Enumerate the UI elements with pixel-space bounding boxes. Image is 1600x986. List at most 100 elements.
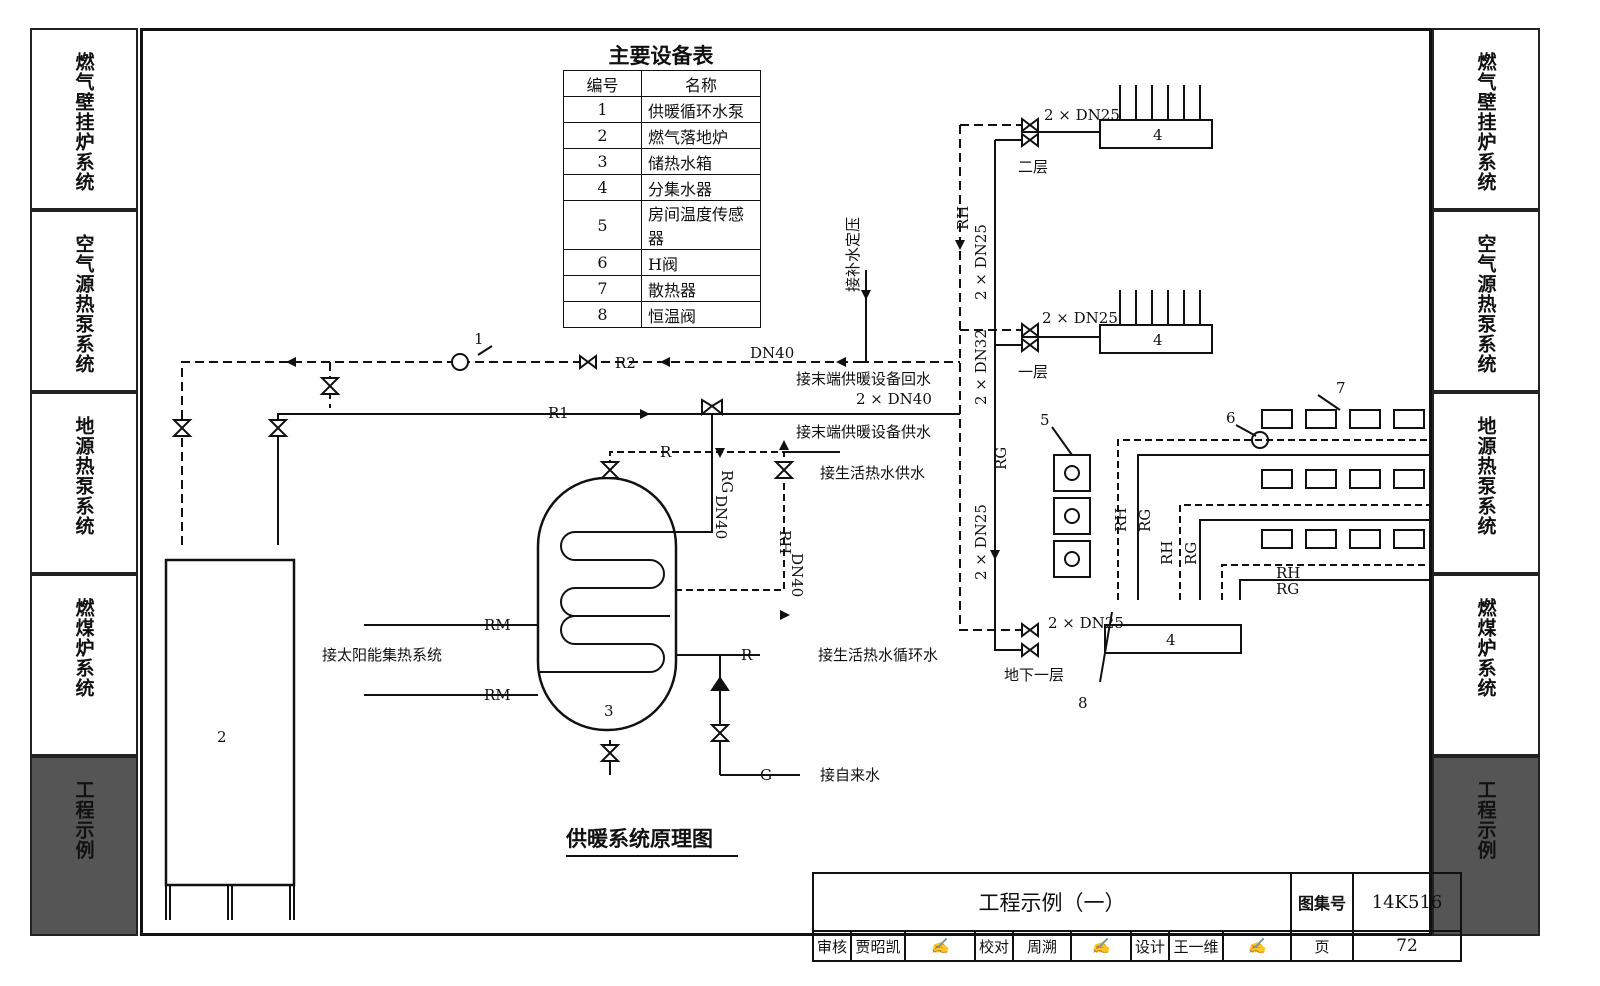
label-two-dn25-riser: 2 × DN25: [972, 224, 990, 300]
design-label: 设计: [1130, 930, 1170, 962]
callout-6: 6: [1226, 409, 1236, 427]
label-floor2: 二层: [1018, 158, 1048, 176]
cell-name: 恒温阀: [641, 301, 761, 328]
label-rg-riser: RG: [992, 447, 1010, 470]
side-tab-air-source-right[interactable]: 空气源热泵系统: [1432, 210, 1540, 392]
manifold-b1: [1104, 624, 1242, 654]
side-tab-label: 地源热泵系统: [72, 416, 95, 536]
side-tab-label: 燃煤炉系统: [1474, 598, 1497, 698]
callout-7: 7: [1336, 379, 1346, 397]
label-makeup: 接补水定压: [844, 217, 862, 292]
label-rg-c: RG: [1276, 580, 1299, 598]
cell-no: 1: [563, 96, 642, 123]
label-r-top: R: [660, 443, 672, 461]
side-tab-label: 燃气壁挂炉系统: [1474, 52, 1497, 192]
label-g: G: [760, 766, 772, 784]
cell-name: 分集水器: [641, 174, 761, 201]
callout-8: 8: [1078, 694, 1088, 712]
label-rh-tank: RH: [776, 530, 794, 554]
review-label: 审核: [812, 930, 852, 962]
cell-no: 4: [563, 174, 642, 201]
label-rm-bottom: RM: [484, 686, 511, 704]
cell-no: 2: [563, 122, 642, 149]
checker-signature: ✍: [1070, 930, 1132, 962]
label-rh-b: RH: [1158, 541, 1176, 565]
label-dhw-circ: 接生活热水循环水: [818, 646, 938, 664]
label-rg-a: RG: [1136, 509, 1154, 532]
reviewer-signature: ✍: [904, 930, 976, 962]
cell-name: 燃气落地炉: [641, 122, 761, 149]
atlas-label: 图集号: [1290, 872, 1354, 932]
cell-no: 8: [563, 301, 642, 328]
callout-3: 3: [604, 702, 614, 720]
label-dn40: DN40: [750, 344, 794, 362]
side-tab-label: 工程示例: [1474, 780, 1497, 860]
boiler-2: [164, 558, 296, 887]
side-tab-label: 工程示例: [72, 780, 95, 860]
label-supply-end: 接末端供暖设备供水: [796, 423, 931, 441]
label-rh-c: RH: [1276, 564, 1300, 582]
label-two-dn25-1f: 2 × DN25: [1042, 309, 1118, 327]
callout-5: 5: [1040, 411, 1050, 429]
label-two-dn25-riser-b1: 2 × DN25: [972, 504, 990, 580]
side-tab-ground-source-right[interactable]: 地源热泵系统: [1432, 392, 1540, 574]
label-dn40-rh: DN40: [788, 553, 806, 597]
manifold-2f: [1099, 119, 1213, 149]
label-floor1: 一层: [1018, 363, 1048, 381]
label-dn40-tank: DN40: [712, 495, 730, 539]
label-two-dn32-riser: 2 × DN32: [972, 329, 990, 405]
cell-name: 供暖循环水泵: [641, 96, 761, 123]
reviewer: 贾昭凯: [850, 930, 906, 962]
project-title: 工程示例（一）: [812, 872, 1292, 932]
label-rg-tank: RG: [718, 470, 736, 493]
supply-pipe-r1: [277, 413, 960, 545]
label-rh-a: RH: [1112, 508, 1130, 532]
side-tab-label: 燃煤炉系统: [72, 598, 95, 698]
header-name: 名称: [641, 70, 761, 97]
atlas-no: 14K516: [1352, 872, 1462, 932]
side-tab-gas-wall-boiler[interactable]: 燃气壁挂炉系统: [30, 28, 138, 210]
table-header-row: 编号 名称: [563, 70, 761, 97]
manifold-1f: [1099, 324, 1213, 354]
label-return-end: 接末端供暖设备回水: [796, 370, 931, 388]
checker: 周溯: [1012, 930, 1072, 962]
label-solar: 接太阳能集热系统: [322, 646, 442, 664]
side-tab-label: 空气源热泵系统: [72, 234, 95, 374]
radiator-group: [1261, 409, 1425, 549]
label-basement: 地下一层: [1004, 666, 1064, 684]
callout-4-2f: 4: [1153, 126, 1163, 144]
cell-name: 散热器: [641, 275, 761, 302]
side-tab-project-example[interactable]: 工程示例: [30, 756, 138, 936]
equipment-table-title: 主要设备表: [608, 44, 714, 68]
side-tab-coal-boiler-right[interactable]: 燃煤炉系统: [1432, 574, 1540, 756]
drawing-frame: [140, 28, 1432, 936]
page-label: 页: [1290, 930, 1354, 962]
page-no: 72: [1352, 930, 1462, 962]
designer: 王一维: [1168, 930, 1224, 962]
side-tab-air-source[interactable]: 空气源热泵系统: [30, 210, 138, 392]
side-tab-ground-source[interactable]: 地源热泵系统: [30, 392, 138, 574]
side-tab-coal-boiler[interactable]: 燃煤炉系统: [30, 574, 138, 756]
label-tap-water: 接自来水: [820, 766, 880, 784]
side-tab-label: 地源热泵系统: [1474, 416, 1497, 536]
cell-name: 房间温度传感器: [641, 200, 761, 250]
tank-coil-upper: [560, 414, 713, 617]
label-r-bottom: R: [741, 646, 753, 664]
header-no: 编号: [563, 70, 642, 97]
side-tab-gas-wall-boiler-right[interactable]: 燃气壁挂炉系统: [1432, 28, 1540, 210]
return-pipe-r2: [181, 361, 860, 545]
label-rh-riser: RH: [954, 206, 972, 230]
cell-no: 6: [563, 249, 642, 276]
label-rm-top: RM: [484, 616, 511, 634]
callout-2: 2: [217, 728, 227, 746]
label-two-dn40: 2 × DN40: [856, 390, 932, 408]
